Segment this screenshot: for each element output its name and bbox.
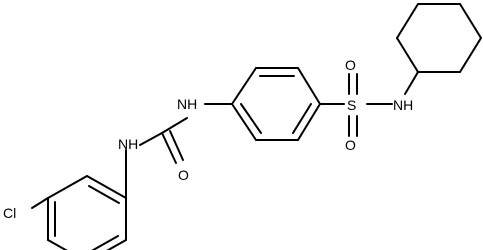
chlorine-label: Cl bbox=[3, 205, 16, 221]
bond bbox=[240, 103, 262, 134]
bond bbox=[47, 175, 88, 199]
sulfur-label: S bbox=[347, 97, 356, 113]
sulfonyl-oxygen-bottom-label: O bbox=[345, 137, 356, 153]
bond bbox=[161, 117, 188, 134]
nh-label-sulfonamide: NH bbox=[393, 97, 413, 113]
bond bbox=[459, 3, 482, 39]
bond bbox=[91, 235, 119, 250]
nh-label-upper: NH bbox=[177, 96, 197, 112]
bond bbox=[396, 37, 419, 73]
bond bbox=[292, 103, 312, 134]
carbonyl-oxygen-label: O bbox=[178, 167, 189, 183]
bond bbox=[297, 103, 321, 141]
bond bbox=[459, 37, 482, 73]
bond bbox=[31, 197, 49, 209]
bond bbox=[231, 103, 257, 141]
bond bbox=[47, 239, 68, 250]
cyclohexane-ring bbox=[396, 3, 482, 73]
bond bbox=[161, 132, 177, 164]
bond bbox=[106, 239, 127, 250]
sulfonyl-oxygen-top-label: O bbox=[345, 57, 356, 73]
bond bbox=[396, 3, 419, 39]
bond bbox=[169, 130, 184, 161]
bond bbox=[86, 175, 127, 199]
bond bbox=[139, 132, 163, 146]
bond bbox=[88, 185, 120, 204]
chlorophenyl-ring bbox=[47, 175, 127, 250]
bond bbox=[404, 71, 419, 95]
central-benzene-ring bbox=[231, 67, 321, 141]
nh-label-lower: NH bbox=[118, 136, 138, 152]
bond bbox=[297, 67, 321, 105]
bond bbox=[231, 67, 257, 105]
